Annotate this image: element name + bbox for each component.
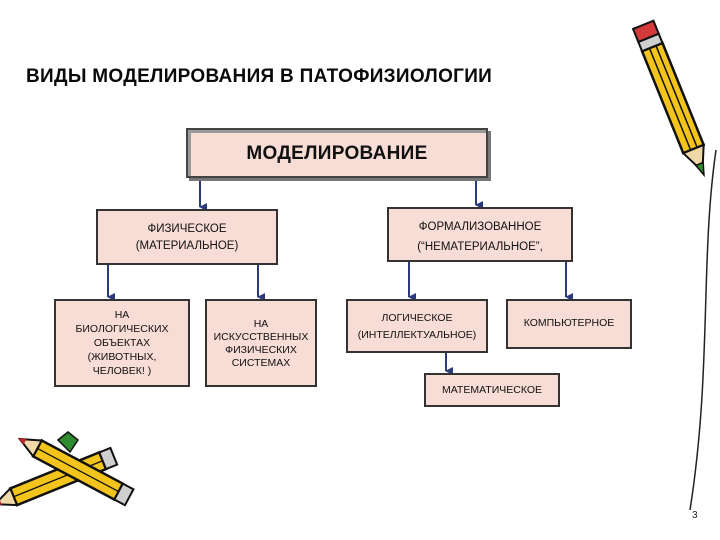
node-computer: КОМПЬЮТЕРНОЕ (506, 299, 632, 349)
node-modeling: МОДЕЛИРОВАНИЕ (186, 128, 488, 178)
node-modeling-label: МОДЕЛИРОВАНИЕ (246, 143, 428, 164)
node-logical-label: ЛОГИЧЕСКОЕ (ИНТЕЛЛЕКТУАЛЬНОЕ) (357, 312, 477, 341)
node-computer-label: КОМПЬЮТЕРНОЕ (523, 317, 615, 329)
node-logical: ЛОГИЧЕСКОЕ (ИНТЕЛЛЕКТУАЛЬНОЕ) (346, 299, 488, 353)
pencil-icon (631, 19, 706, 178)
slide-title: ВИДЫ МОДЕЛИРОВАНИЯ В ПАТОФИЗИОЛОГИИ (26, 66, 493, 87)
page-number: 3 (692, 510, 698, 521)
node-mathematical: МАТЕМАТИЧЕСКОЕ (424, 373, 560, 407)
node-artificial-systems: НА ИСКУССТВЕННЫХ ФИЗИЧЕСКИХ СИСТЕМАХ (205, 299, 317, 387)
node-biological-objects-label: НА БИОЛОГИЧЕСКИХ ОБЪЕКТАХ (ЖИВОТНЫХ, ЧЕЛ… (75, 309, 169, 377)
node-mathematical-label: МАТЕМАТИЧЕСКОЕ (442, 384, 542, 396)
node-artificial-systems-label: НА ИСКУССТВЕННЫХ ФИЗИЧЕСКИХ СИСТЕМАХ (213, 318, 309, 369)
node-formalized-label: ФОРМАЛИЗОВАННОЕ (“НЕМАТЕРИАЛЬНОЕ”, (417, 221, 543, 253)
node-physical-label: ФИЗИЧЕСКОЕ (МАТЕРИАЛЬНОЕ) (135, 223, 239, 252)
node-biological-objects: НА БИОЛОГИЧЕСКИХ ОБЪЕКТАХ (ЖИВОТНЫХ, ЧЕЛ… (54, 299, 190, 387)
node-physical: ФИЗИЧЕСКОЕ (МАТЕРИАЛЬНОЕ) (96, 209, 278, 265)
crossed-pencils-icon (0, 431, 135, 507)
decorative-swoosh-line (689, 149, 717, 511)
node-formalized: ФОРМАЛИЗОВАННОЕ (“НЕМАТЕРИАЛЬНОЕ”, (387, 207, 573, 262)
